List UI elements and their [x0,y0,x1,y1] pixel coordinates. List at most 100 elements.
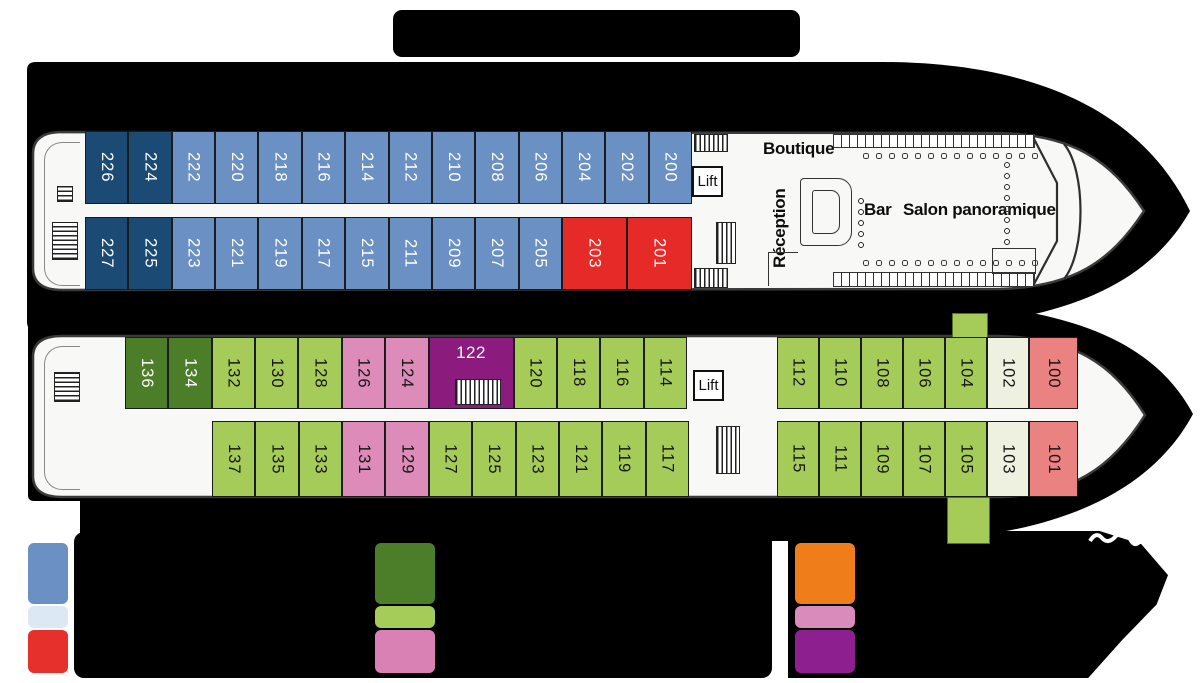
reception-desk-inner [812,190,840,234]
cabin-132: 132 [211,337,256,409]
cabin-124: 124 [385,337,429,409]
cabin-116: 116 [600,337,644,409]
legend-column-2 [375,543,435,673]
cabin-118: 118 [556,337,601,409]
cabin-212: 212 [388,131,432,204]
legend-swatch [28,630,68,673]
lobby-wall-corner [768,252,798,286]
cabin-135: 135 [255,421,299,497]
cabin-114: 114 [643,337,687,409]
cabin-number: 107 [915,443,934,475]
green-callout-tab-top [952,313,988,338]
cabin-205: 205 [518,217,562,290]
cabin-109: 109 [861,421,903,497]
cabin-number: 203 [585,238,604,269]
cabin-number: 125 [485,443,504,475]
cabin-218: 218 [258,131,302,204]
cabin-225: 225 [128,217,172,290]
reception-stools-dots [856,196,867,252]
cabin-number: 118 [569,358,588,388]
boutique-shelf-row-top [833,134,1035,148]
cabin-134: 134 [168,337,212,409]
cabin-number: 225 [141,238,160,269]
cabin-number: 110 [831,358,850,388]
cabin-number: 221 [228,238,246,269]
cabin-130: 130 [255,337,299,409]
bow-windshield-line [1032,136,1059,287]
cabin-number: 219 [271,238,290,269]
cabin-number: 224 [141,152,160,183]
cabin-number: 218 [271,152,290,183]
cabin-number: 111 [831,444,850,474]
legend-swatch [28,543,68,604]
cabin-number: 128 [311,357,330,389]
cabin-number: 209 [444,238,463,269]
cabin-number: 216 [314,152,333,183]
lift-lower-deck: Lift [693,370,724,401]
reception-desk [800,178,852,246]
cabin-137: 137 [212,421,256,497]
cabin-209: 209 [431,217,476,290]
legend-swatch [375,630,435,673]
cabin-number: 131 [355,443,373,475]
cabin-number: 122 [456,343,486,362]
cabin-number: 123 [528,443,547,475]
lower-stern-inner-line [44,346,80,490]
cabin-number: 207 [488,238,507,269]
cabin-number: 119 [615,444,634,474]
cabin-226: 226 [85,131,129,204]
cabin-202: 202 [605,131,649,204]
cabin-number: 135 [268,443,287,475]
lift-upper-deck: Lift [692,166,723,197]
stairs-upper-mid-bottom-b [694,268,728,288]
cabin-112: 112 [777,337,819,409]
cabin-223: 223 [171,217,216,290]
cabin-number: 214 [358,152,377,183]
legend-swatch [795,543,855,604]
salon-chairs-row-top [860,150,1040,163]
cabin-number: 223 [184,238,203,269]
cabin-106: 106 [903,337,945,409]
cabin-219: 219 [258,217,302,290]
cabin-number: 105 [957,443,976,475]
cabin-208: 208 [475,131,519,204]
cabin-number: 112 [789,358,808,388]
cabin-224: 224 [128,131,172,204]
cabin-number: 101 [1044,443,1063,475]
cabin-number: 220 [228,152,246,183]
cabin-number: 124 [398,357,417,389]
cabin-number: 104 [957,357,976,389]
cabin-number: 108 [873,357,892,389]
cabin-227: 227 [85,217,129,290]
cabin-128: 128 [298,337,342,409]
cabin-110: 110 [819,337,861,409]
cabin-115: 115 [777,421,819,497]
cabin-number: 227 [97,238,116,269]
cabin-107: 107 [903,421,945,497]
legend-swatch [375,606,435,628]
stairs-lower-mid [716,426,740,474]
cabin-number: 114 [656,358,675,388]
cabin-136: 136 [125,337,169,409]
cabin-number: 116 [613,358,632,388]
green-callout-tab-bottom [947,497,990,544]
cabin-111: 111 [819,421,861,497]
boutique-label: Boutique [763,139,835,158]
cabin-127: 127 [428,421,473,497]
cabin-number: 126 [354,357,373,389]
cabin-number: 134 [181,357,200,389]
cabin-number: 109 [873,443,892,475]
cabin-number: 106 [915,357,934,389]
bow-arc-line [1063,143,1082,280]
stairs-lower-stern [54,372,80,402]
cabin-number: 200 [661,152,680,183]
cabin-206: 206 [518,131,562,204]
cabin-number: 137 [224,443,243,475]
cabin-number: 115 [789,444,808,474]
lift-lower-label: Lift [698,377,719,394]
